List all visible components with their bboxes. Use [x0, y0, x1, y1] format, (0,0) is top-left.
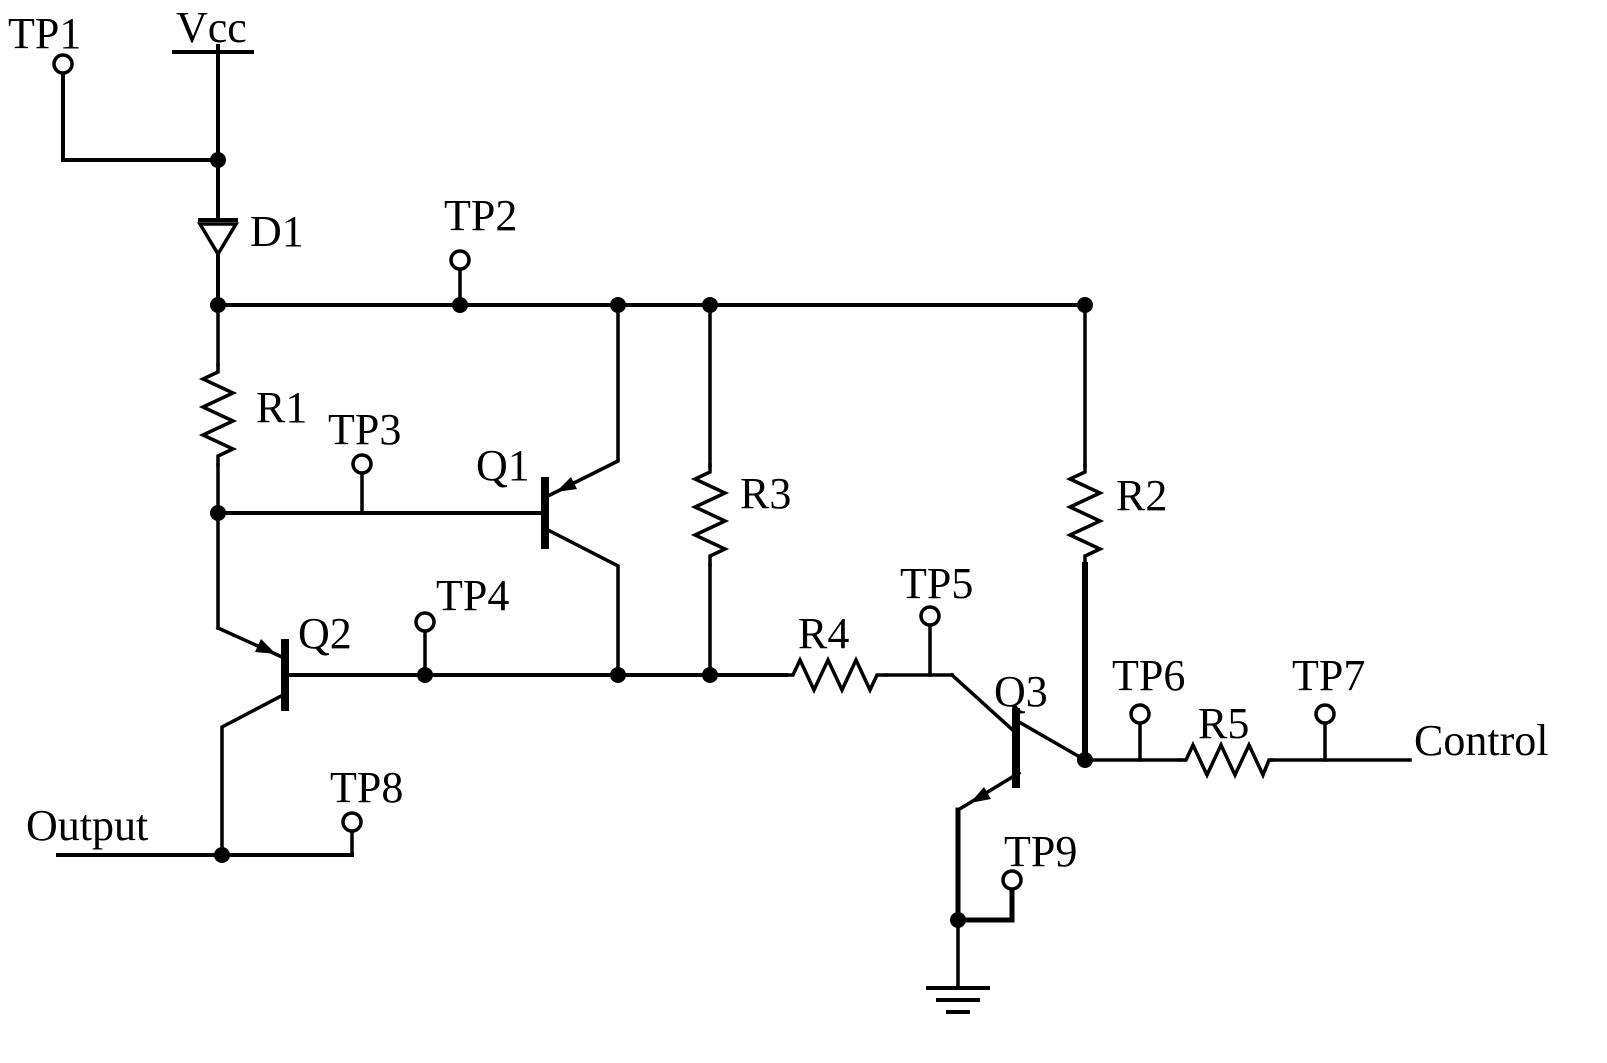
junction-dot-r2-top [1077, 297, 1093, 313]
tp9-stalk [955, 886, 1015, 923]
test-point-tp6 [1129, 703, 1151, 725]
label-vcc: Vcc [176, 3, 247, 52]
transistor-q2-arrow-icon [255, 639, 276, 654]
wire-q1-emitter [545, 303, 620, 499]
test-point-tp9 [1001, 869, 1023, 891]
transistor-q3-arrow-icon [970, 787, 991, 803]
junction-dot-q1-emitter [610, 297, 626, 313]
wire-q2-collector [220, 691, 288, 857]
test-point-tp3 [351, 453, 373, 475]
label-tp6: TP6 [1112, 651, 1185, 700]
junction-dot-q3-collector [1077, 752, 1093, 768]
junction-dot-r3-bottom [702, 667, 718, 683]
label-r5: R5 [1198, 699, 1249, 748]
label-r4: R4 [798, 609, 849, 658]
resistor-r5 [1178, 740, 1274, 780]
resistor-r4 [784, 655, 888, 695]
junction-dot-bus-left [210, 297, 226, 313]
wire-q3-emitter-diagonal [955, 770, 1022, 813]
label-tp9: TP9 [1004, 827, 1077, 876]
junction-dot-r1-bottom [210, 505, 226, 521]
label-q3: Q3 [994, 667, 1048, 716]
label-r3: R3 [740, 469, 791, 518]
label-tp7: TP7 [1292, 651, 1365, 700]
label-tp8: TP8 [330, 763, 403, 812]
label-tp4: TP4 [436, 571, 509, 620]
label-r1: R1 [256, 383, 307, 432]
wire-tp1-to-vcc [61, 71, 220, 162]
test-point-tp2 [449, 249, 471, 271]
test-point-tp8 [341, 811, 363, 833]
junction-dot-q1-collector [610, 667, 626, 683]
label-control: Control [1414, 716, 1548, 765]
label-tp1: TP1 [8, 9, 81, 58]
transistor-q1-arrow-icon [556, 477, 577, 492]
junction-dot-output [214, 847, 230, 863]
resistor-r2 [1065, 463, 1105, 567]
junction-dot-r3-top [702, 297, 718, 313]
wire-q3-collector [1016, 719, 1088, 763]
label-q2: Q2 [298, 609, 352, 658]
label-d1: D1 [250, 207, 304, 256]
label-tp2: TP2 [444, 191, 517, 240]
diode-d1-icon [196, 222, 240, 258]
test-point-tp4 [414, 611, 436, 633]
label-tp5: TP5 [900, 559, 973, 608]
junction-dot-tp4 [417, 667, 433, 683]
resistor-r1 [198, 363, 238, 467]
junction-dot-tp2 [452, 297, 468, 313]
junction-dot-q3-emitter [950, 912, 966, 928]
resistor-r3 [690, 463, 730, 567]
test-point-tp1 [52, 53, 74, 75]
test-point-tp5 [919, 605, 941, 627]
wire-q1-collector [545, 527, 620, 677]
junction-dot-vcc-tp1 [210, 152, 226, 168]
label-output: Output [26, 801, 148, 850]
label-q1: Q1 [476, 441, 530, 490]
wire-q3-base-diagonal [949, 672, 1019, 736]
label-tp3: TP3 [328, 405, 401, 454]
test-point-tp7 [1314, 703, 1336, 725]
label-r2: R2 [1116, 471, 1167, 520]
